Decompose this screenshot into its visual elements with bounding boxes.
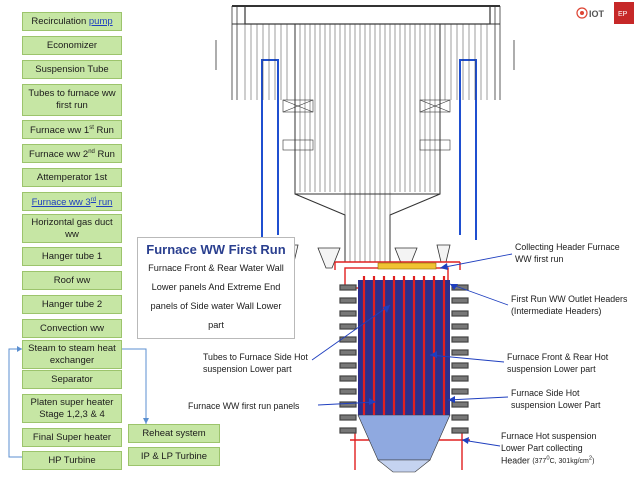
- buckstay: [339, 401, 357, 408]
- buckstay: [451, 427, 469, 434]
- arrowheads: [369, 263, 469, 444]
- stage-box: HP Turbine: [22, 451, 122, 470]
- buckstay: [451, 297, 469, 304]
- stage-label: Hanger tube 2: [41, 298, 103, 310]
- stage-box: Hanger tube 1: [22, 247, 122, 266]
- svg-text:EP: EP: [618, 11, 628, 18]
- stage-label: Horizontal gas duct ww: [31, 216, 113, 240]
- annotation-first-run-panels: Furnace WW first run panels: [188, 401, 300, 411]
- buckstay: [451, 375, 469, 382]
- stage-label: Economizer: [46, 39, 98, 51]
- stage-box: Roof ww: [22, 271, 122, 290]
- blue-pipes: [261, 59, 477, 240]
- annotation-arrows: [311, 253, 513, 447]
- buckstay: [451, 349, 469, 356]
- info-box: Furnace WW First Run Furnace Front & Rea…: [137, 237, 295, 339]
- info-title: Furnace WW First Run: [146, 242, 286, 257]
- info-line: part: [208, 320, 224, 330]
- stage-box: Convection ww: [22, 319, 122, 338]
- stage-label: Furnace ww 3rd run: [31, 196, 113, 209]
- stage-box: Attemperator 1st: [22, 168, 122, 187]
- buckstay: [339, 427, 357, 434]
- buckstays: [339, 284, 469, 434]
- buckstay: [339, 336, 357, 343]
- stage-label: Final Super heater: [32, 431, 112, 443]
- stage-label: Platen super heater Stage 1,2,3 & 4: [30, 396, 114, 420]
- stage-label: Roof ww: [53, 274, 91, 286]
- stage-label: Hanger tube 1: [41, 250, 103, 262]
- buckstay: [339, 375, 357, 382]
- stage-label: Attemperator 1st: [36, 171, 108, 183]
- buckstay: [451, 388, 469, 395]
- buckstay: [451, 414, 469, 421]
- stage-label: Tubes to furnace ww first run: [28, 88, 116, 111]
- stage-label: Separator: [51, 373, 93, 385]
- stage-label: Suspension Tube: [35, 63, 109, 75]
- stage-box: Recirculation pump: [22, 12, 122, 31]
- buckstay: [451, 401, 469, 408]
- buckstay: [339, 323, 357, 330]
- reheat-system-label: Reheat system: [142, 428, 206, 439]
- ip-lp-turbine-label: IP & LP Turbine: [140, 451, 208, 462]
- annotation-collecting-header: Collecting Header Furnace WW first run: [515, 242, 620, 264]
- info-line: Furnace Front & Rear Water Wall: [148, 263, 284, 273]
- stage-box: Furnace ww 2nd Run: [22, 144, 122, 163]
- stage-box: Tubes to furnace ww first run: [22, 84, 122, 116]
- buckstay: [339, 297, 357, 304]
- stage-box: Furnace ww 1st Run: [22, 120, 122, 139]
- svg-text:IOT: IOT: [589, 9, 605, 19]
- stage-label: Recirculation pump: [31, 15, 113, 27]
- stage-box: Furnace ww 3rd run: [22, 192, 122, 211]
- boiler-shaft: [294, 23, 441, 262]
- stage-label: Steam to steam heat exchanger: [28, 342, 116, 366]
- stage-box: Steam to steam heat exchanger: [22, 340, 122, 369]
- stage-label: Furnace ww 2nd Run: [29, 148, 115, 161]
- buckstay: [339, 349, 357, 356]
- stage-box: Separator: [22, 370, 122, 389]
- stage-box: Hanger tube 2: [22, 295, 122, 314]
- ip-lp-turbine-box: IP & LP Turbine: [128, 447, 220, 466]
- annotation-side-hot: Furnace Side Hot suspension Lower Part: [511, 388, 601, 410]
- info-body: Furnace Front & Rear Water Wall Lower pa…: [138, 259, 294, 335]
- collecting-header: [377, 262, 437, 270]
- info-line: Lower panels And Extreme End: [151, 282, 281, 292]
- hot-suspension-text: Furnace Hot suspension Lower Part collec…: [501, 431, 597, 453]
- annotation-front-rear: Furnace Front & Rear Hot suspension Lowe…: [507, 352, 609, 374]
- stage-box: Economizer: [22, 36, 122, 55]
- stage-box: Platen super heater Stage 1,2,3 & 4: [22, 394, 122, 423]
- buckstay: [339, 284, 357, 291]
- buckstay: [451, 310, 469, 317]
- stage-box: Suspension Tube: [22, 60, 122, 79]
- buckstay: [451, 323, 469, 330]
- iot-logo-icon: IOT EP: [576, 2, 634, 24]
- buckstay: [451, 362, 469, 369]
- annotation-hot-suspension: Furnace Hot suspension Lower Part collec…: [501, 431, 621, 468]
- stage-label: Furnace ww 1st Run: [30, 124, 114, 137]
- info-line: panels of Side water Wall Lower: [150, 301, 282, 311]
- header-word: Header: [501, 455, 530, 466]
- buckstay: [451, 336, 469, 343]
- buckstay: [339, 310, 357, 317]
- first-run-tubes: [362, 276, 446, 415]
- tube-bundle: [244, 24, 488, 262]
- stage-label: HP Turbine: [48, 454, 96, 466]
- outer-hangers: [215, 6, 515, 100]
- header-spec: (3770C, 301kg/cm2): [532, 456, 595, 466]
- annotation-tubes-side-hot: Tubes to Furnace Side Hot suspension Low…: [203, 352, 308, 374]
- top-frame: [232, 5, 500, 25]
- buckstay: [339, 388, 357, 395]
- reheat-system-box: Reheat system: [128, 424, 220, 443]
- annotation-outlet-headers: First Run WW Outlet Headers (Intermediat…: [511, 294, 628, 316]
- buckstay: [339, 362, 357, 369]
- stage-label: Convection ww: [40, 322, 104, 334]
- stage-box: Horizontal gas duct ww: [22, 214, 122, 243]
- stage-box: Final Super heater: [22, 428, 122, 447]
- buckstay: [339, 414, 357, 421]
